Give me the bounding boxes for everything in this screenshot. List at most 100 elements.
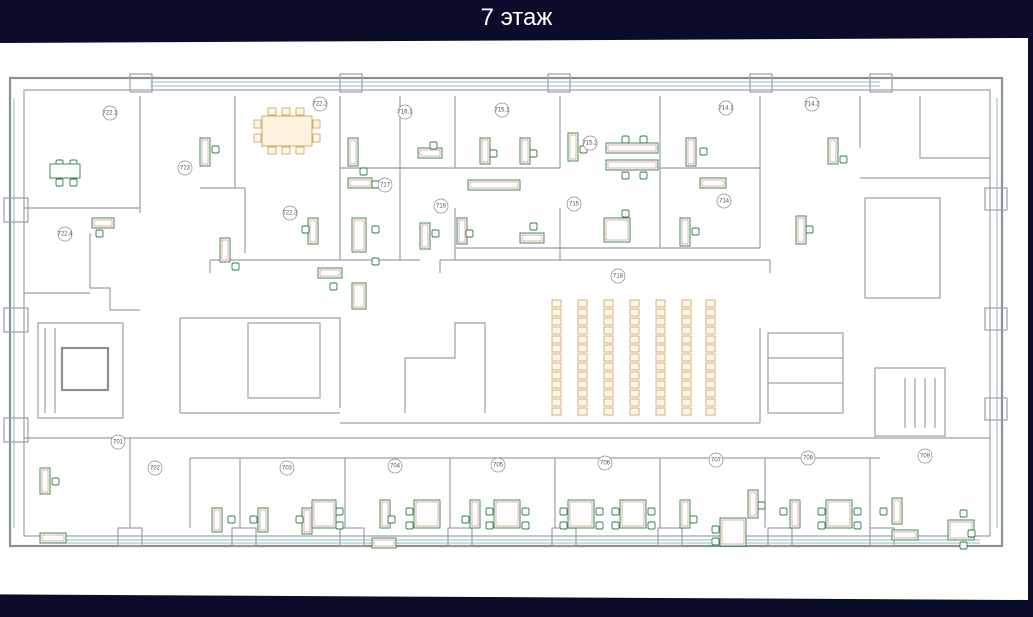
auditorium-seat xyxy=(577,308,588,317)
desk xyxy=(39,467,51,495)
svg-text:715.1: 715.1 xyxy=(494,108,510,114)
room-705: 705 xyxy=(490,457,506,473)
desk-label-mark xyxy=(303,509,311,533)
desk xyxy=(379,499,391,529)
interior-walls xyxy=(24,96,990,528)
auditorium-seat xyxy=(681,389,692,398)
auditorium-seat xyxy=(603,335,614,344)
desk-chair xyxy=(529,149,538,158)
desk xyxy=(317,267,343,279)
desk xyxy=(679,499,691,529)
floor-title: 7 этаж xyxy=(480,4,553,31)
desk-chair xyxy=(359,167,368,176)
desk xyxy=(469,499,481,529)
desk xyxy=(467,179,521,191)
desk-label-mark xyxy=(373,539,395,547)
auditorium-seat xyxy=(705,326,716,335)
auditorium-seat xyxy=(551,398,562,407)
auditorium-seat xyxy=(629,308,640,317)
room-714-1: 714.1 xyxy=(718,100,734,116)
desk-chair xyxy=(817,521,826,530)
desk xyxy=(825,499,853,529)
desk-chair xyxy=(55,178,64,187)
auditorium-seat xyxy=(655,335,666,344)
desk-chair xyxy=(879,507,888,516)
auditorium-seat xyxy=(655,317,666,326)
desk-label-mark xyxy=(569,501,593,527)
floor-plan-drawing: 722.1 722.2 723 722.3 722.4 716.1 715.1 … xyxy=(3,73,1008,550)
desk-chair xyxy=(647,507,656,516)
desk-chair xyxy=(853,521,862,530)
auditorium-seat xyxy=(629,362,640,371)
desk-chair xyxy=(431,229,440,238)
room-labels: 722.1 722.2 723 722.3 722.4 716.1 715.1 … xyxy=(57,96,933,476)
room-722-3: 722.3 xyxy=(282,205,298,221)
auditorium-seat xyxy=(551,362,562,371)
auditorium-seat xyxy=(705,299,716,308)
auditorium-seat xyxy=(551,353,562,362)
room-704: 704 xyxy=(387,458,403,474)
desk xyxy=(351,282,367,310)
desk-label-mark xyxy=(827,501,851,527)
desk-label-mark xyxy=(521,234,543,242)
desk xyxy=(685,137,697,167)
desk-chair xyxy=(301,225,310,234)
desk-chair xyxy=(489,149,498,158)
desk xyxy=(605,142,659,154)
desk-label-mark xyxy=(41,534,65,542)
svg-text:705: 705 xyxy=(493,463,504,469)
svg-text:717: 717 xyxy=(380,183,391,189)
conference-table xyxy=(49,163,81,179)
desk xyxy=(519,232,545,244)
auditorium-seat xyxy=(681,380,692,389)
desk xyxy=(827,137,839,165)
desk-label-mark xyxy=(721,519,745,545)
desk-label-mark xyxy=(471,501,479,527)
floor-plan-sheet: 722.1 722.2 723 722.3 722.4 716.1 715.1 … xyxy=(0,38,1028,600)
svg-text:714: 714 xyxy=(719,199,730,205)
svg-text:716: 716 xyxy=(436,204,447,210)
auditorium-seat xyxy=(681,398,692,407)
svg-text:722.1: 722.1 xyxy=(102,111,118,117)
desk-chair xyxy=(387,515,396,524)
desk xyxy=(351,217,367,253)
auditorium-seats-718 xyxy=(551,299,716,416)
auditorium-seat xyxy=(655,326,666,335)
auditorium-seat xyxy=(629,344,640,353)
desk-label-mark xyxy=(621,501,645,527)
desk-label-mark xyxy=(353,284,365,308)
desk-chair xyxy=(595,521,604,530)
desk-chair xyxy=(691,227,700,236)
desk-label-mark xyxy=(495,501,519,527)
desk-label-mark xyxy=(415,501,439,527)
auditorium-seat xyxy=(603,299,614,308)
desk xyxy=(347,137,359,167)
auditorium-seat xyxy=(577,335,588,344)
room-703: 703 xyxy=(279,460,295,476)
auditorium-seat xyxy=(577,353,588,362)
desk xyxy=(39,532,67,544)
desk xyxy=(719,517,747,547)
workstations xyxy=(39,132,976,550)
auditorium-seat xyxy=(705,353,716,362)
desk-label-mark xyxy=(681,501,689,527)
desk-chair xyxy=(959,541,968,550)
desk-chair xyxy=(779,507,788,516)
desk-chair xyxy=(621,171,630,180)
auditorium-seat xyxy=(681,344,692,353)
desk-label-mark xyxy=(309,219,317,243)
desk-chair xyxy=(959,509,968,518)
room-715-1: 715.1 xyxy=(494,102,510,118)
auditorium-seat xyxy=(655,353,666,362)
svg-text:714.2: 714.2 xyxy=(804,102,820,108)
desk xyxy=(493,499,521,529)
desk-chair xyxy=(227,515,236,524)
auditorium-seat xyxy=(551,317,562,326)
room-707: 707 xyxy=(708,452,724,468)
desk-chair xyxy=(405,521,414,530)
auditorium-seat xyxy=(577,326,588,335)
desk xyxy=(747,489,759,519)
desk-label-mark xyxy=(569,134,577,160)
desk xyxy=(679,217,691,247)
desk-chair xyxy=(485,521,494,530)
